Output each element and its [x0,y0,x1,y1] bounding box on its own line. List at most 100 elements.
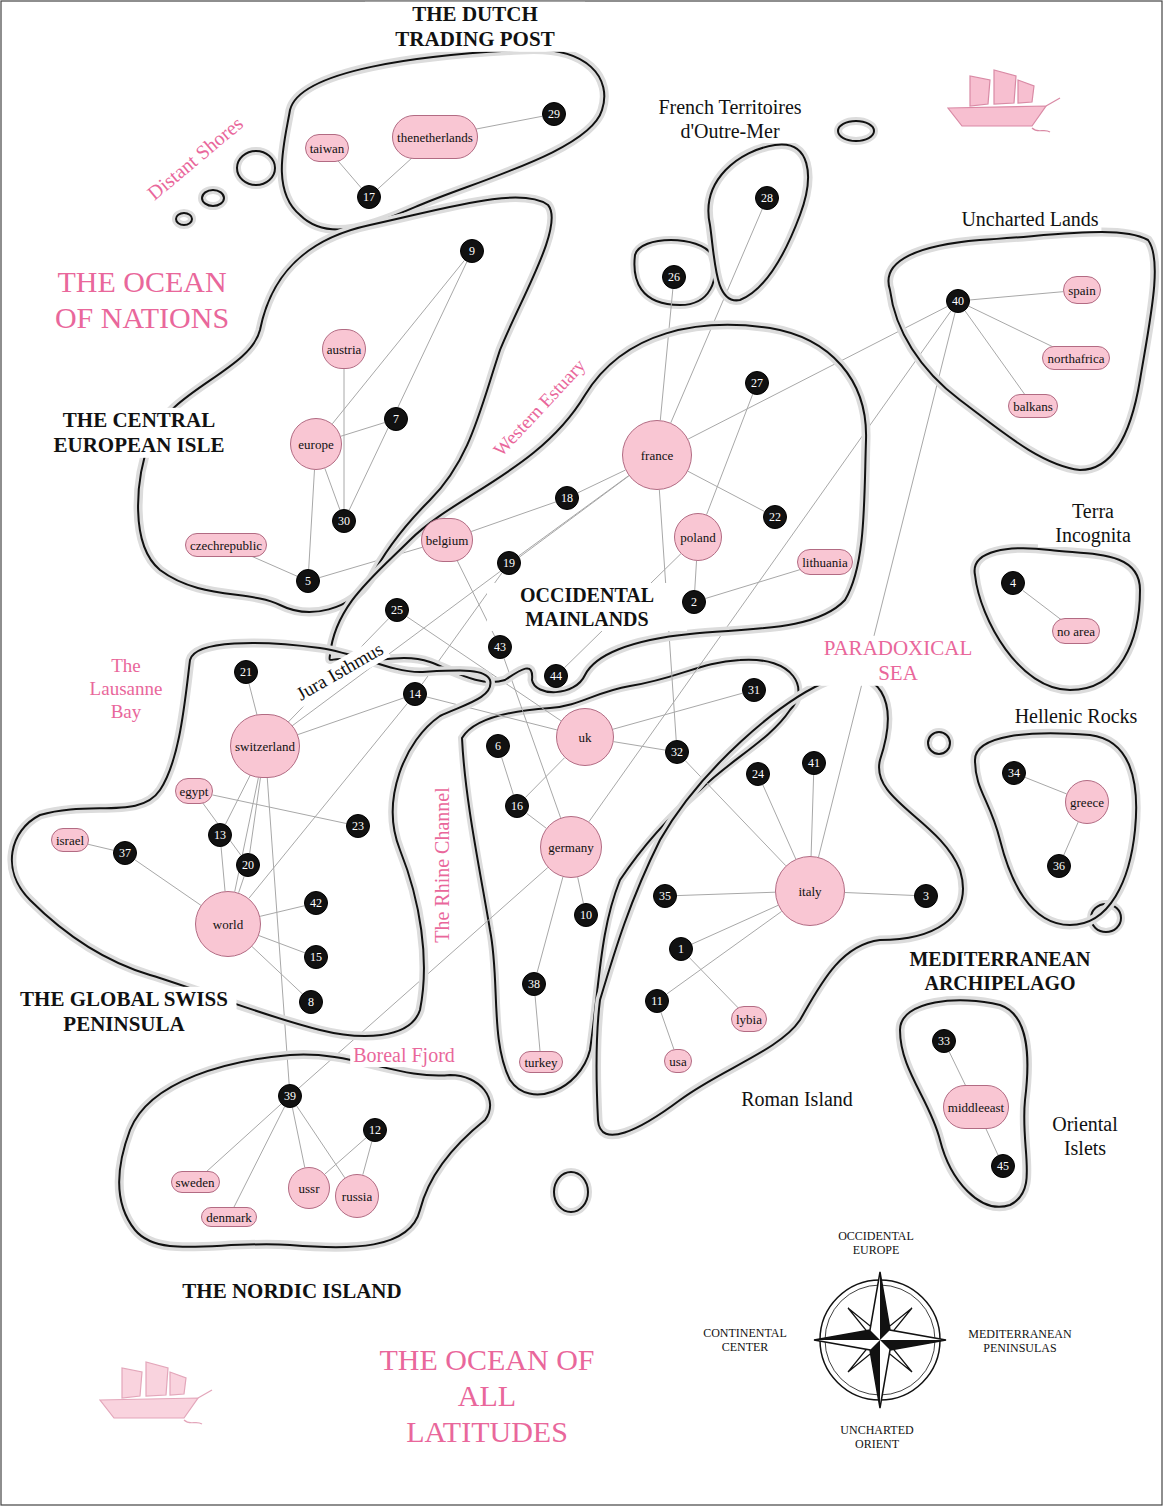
country-node: middleeast [943,1085,1009,1129]
number-label: 9 [469,245,475,257]
number-label: 4 [1010,577,1016,589]
region-name-box: French Territoires d'Outre-Mer [630,95,830,143]
country-label: lithuania [802,556,848,569]
map-label: Distant Shores [140,109,250,207]
map-label-box: OCCIDENTAL EUROPE [821,1229,931,1258]
island-border [708,145,808,301]
number-label: 8 [308,996,314,1008]
graph-edge [970,292,1063,300]
graph-edge [589,311,951,822]
number-label: 15 [310,951,322,963]
graph-edge [249,555,297,576]
graph-edge [613,693,742,729]
number-node: 34 [1002,761,1026,785]
island-border [888,232,1154,470]
island-halo [330,325,867,692]
number-label: 21 [240,666,252,678]
graph-edge [527,813,547,828]
island-region: Roman Island2441italy353111lybiausa [590,660,980,1160]
island-halo [119,1054,490,1247]
number-node: 6 [486,734,510,758]
country-node: france [622,420,692,490]
number-node: 41 [802,751,826,775]
number-label: 29 [548,108,560,120]
region-name: OCCIDENTAL MAINLANDS [487,583,687,631]
number-label: 27 [751,377,763,389]
graph-edge [695,561,697,590]
number-label: 32 [671,746,683,758]
country-node: greece [1065,780,1109,824]
number-label: 40 [952,295,964,307]
island-region: THE CENTRAL EUROPEAN ISLE9austria7europe… [30,185,560,625]
graph-edge [309,470,315,569]
graph-edge [819,313,956,857]
graph-edge [677,892,775,895]
map-label-box: The Rhine Channel [430,784,454,946]
island-region: Oriental Islets33middleeast45 [890,990,1140,1220]
country-node: uk [556,708,614,766]
number-label: 41 [808,757,820,769]
country-label: france [641,449,673,462]
small-islets [176,121,1121,1212]
country-node: balkans [1008,394,1058,418]
island-outline [965,700,1155,935]
country-label: balkans [1013,400,1053,413]
region-name-box: Oriental Islets [1035,1112,1135,1160]
country-label: thenetherlands [397,131,473,144]
island-border [330,325,867,692]
country-label: czechrepublic [190,539,262,552]
graph-edge [292,1108,304,1168]
number-label: 2 [691,596,697,608]
number-node: 31 [742,678,766,702]
number-label: 26 [668,271,680,283]
graph-edge [692,905,778,944]
number-node: 9 [460,239,484,263]
number-node: 12 [363,1118,387,1142]
region-name-box: Roman Island [738,1087,856,1111]
graph-edge [378,156,414,189]
graph-edge [298,698,404,735]
graph-edge [965,311,1025,395]
graph-edge [1025,777,1066,793]
island-border [12,643,491,1036]
island-halo [138,198,552,612]
number-label: 43 [494,641,506,653]
graph-edge [689,958,738,1009]
number-label: 42 [310,897,322,909]
graph-edge [986,1128,998,1155]
island-halo [888,232,1154,470]
graph-edge [213,795,347,824]
number-node: 11 [645,989,669,1013]
map-label: The Lausanne Bay [81,655,171,723]
country-label: uk [579,731,592,744]
island-outline [890,990,1140,1220]
country-node: denmark [201,1207,256,1227]
number-label: 25 [391,604,403,616]
country-node: turkey [519,1051,562,1073]
number-label: 3 [923,890,929,902]
number-node: 22 [763,505,787,529]
region-name-box: THE NORDIC ISLAND [179,1279,404,1304]
graph-edge [325,468,340,509]
number-node: 36 [1047,854,1071,878]
graph-edge [341,423,385,437]
region-name: Terra Incognita [1038,499,1148,547]
country-label: lybia [736,1013,762,1026]
region-name: French Territoires d'Outre-Mer [630,95,830,143]
graph-edge [1064,822,1078,855]
number-node: 13 [208,823,232,847]
number-node: 40 [946,289,970,313]
island-border [900,1000,1027,1206]
country-node: europe [290,418,342,470]
island-outline [880,200,1160,480]
number-label: 18 [561,492,573,504]
number-node: 43 [488,635,512,659]
country-node: lybia [731,1006,767,1032]
number-label: 44 [550,670,562,682]
region-name-box: THE DUTCH TRADING POST [365,2,585,52]
number-node: 28 [755,186,779,210]
number-label: 24 [752,768,764,780]
country-label: russia [342,1190,372,1203]
region-name-box: Uncharted Lands [958,207,1101,231]
